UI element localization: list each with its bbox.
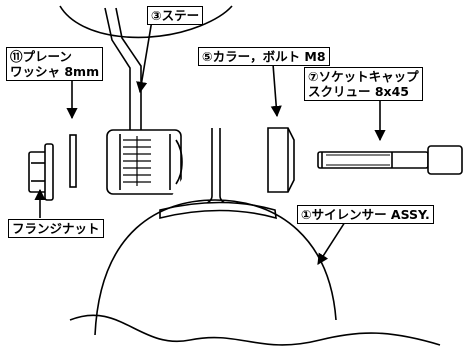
flange-nut-part (28, 143, 54, 201)
silencer-stay-plate (159, 128, 277, 220)
socket-cap-screw-label-line1: ⑦ソケットキャップ (308, 69, 419, 84)
stay-part (104, 7, 142, 152)
stay-leader-arrow (136, 19, 153, 94)
bushing-ribs (123, 136, 151, 186)
collar-bolt-callout: ⑤カラー，ボルト M8 (198, 47, 330, 66)
collar-bolt-label: ⑤カラー，ボルト M8 (202, 49, 326, 64)
socket-cap-screw-part (317, 145, 463, 175)
plain-washer-callout: ⑪プレーン ワッシャ 8mm (6, 47, 104, 81)
rubber-bushing (106, 129, 183, 195)
silencer-assy-label: ①サイレンサー ASSY. (301, 207, 430, 222)
plain-washer-part (69, 134, 77, 188)
collar-leader-arrow (270, 63, 282, 118)
plain-washer-label-line1: ⑪プレーン (10, 49, 72, 64)
socket-cap-screw-label-line2: スクリュー 8x45 (308, 84, 410, 99)
flange-nut-callout: フランジナット (8, 219, 104, 238)
stay-label: ③ステー (151, 8, 200, 23)
socket-cap-screw-callout: ⑦ソケットキャップ スクリュー 8x45 (304, 67, 423, 101)
flange-nut-label: フランジナット (12, 221, 100, 236)
silencer-leader-arrow (317, 221, 346, 265)
silencer-assy-callout: ①サイレンサー ASSY. (297, 205, 434, 224)
frame-contour (59, 5, 233, 39)
collar-part (267, 127, 295, 193)
stay-callout: ③ステー (147, 6, 204, 25)
screw-thread (326, 154, 390, 166)
silencer-lower-contour (69, 314, 441, 346)
plain-washer-label-line2: ワッシャ 8mm (10, 64, 100, 79)
